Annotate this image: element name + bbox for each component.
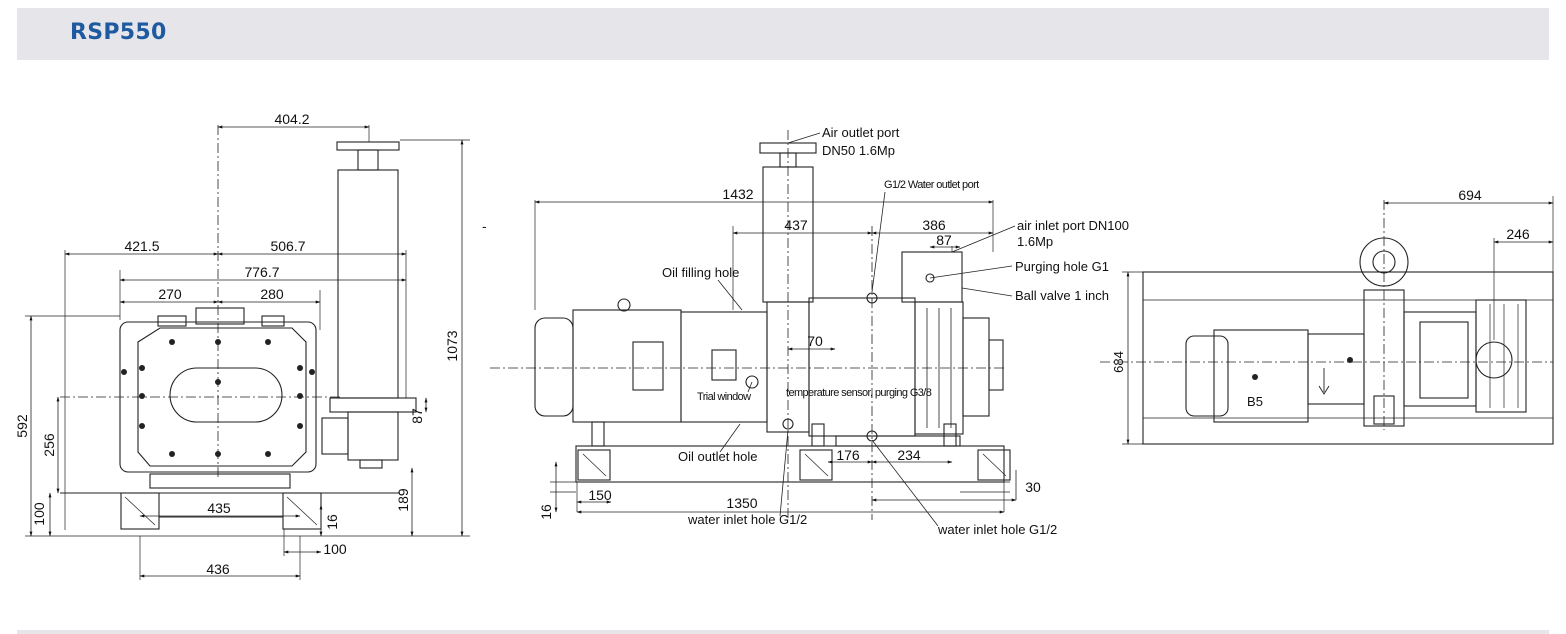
outlet-neck — [357, 149, 379, 171]
top-pump-body — [1403, 311, 1477, 407]
label-motor-b5: B5 — [1247, 394, 1263, 409]
dim-176: 176 — [836, 447, 860, 463]
housing-inner — [137, 327, 307, 467]
dim-16: 16 — [538, 504, 554, 520]
side-view — [490, 130, 1017, 527]
dim-280: 280 — [260, 286, 284, 302]
side-port — [321, 417, 349, 455]
foot-2 — [811, 423, 825, 447]
page-title: RSP550 — [70, 20, 167, 45]
dim-270: 270 — [158, 286, 182, 302]
base-frame — [575, 445, 1005, 483]
base-block-1 — [577, 449, 611, 481]
front-view-dims: 404.2 421.5 506.7 776.7 270 280 592 256 … — [14, 111, 460, 577]
dim-436: 436 — [206, 561, 230, 577]
housing-foot — [149, 473, 291, 489]
dim-246: 246 — [1506, 226, 1530, 242]
dim-694: 694 — [1458, 187, 1482, 203]
dim-150: 150 — [588, 487, 612, 503]
header-bar: RSP550 — [17, 8, 1549, 60]
dim-421: 421.5 — [124, 238, 159, 254]
dim-404: 404.2 — [274, 111, 309, 127]
base-block-left — [120, 492, 160, 530]
label-air-inlet: air inlet port DN100 — [1017, 218, 1129, 233]
dim-435: 435 — [207, 500, 231, 516]
pump-body — [808, 297, 916, 437]
top-plate — [1419, 321, 1469, 399]
coupling-housing — [680, 311, 768, 423]
dim-776: 776.7 — [244, 264, 279, 280]
foot-1 — [591, 421, 605, 447]
label-air-outlet: Air outlet port — [822, 125, 900, 140]
label-water-outlet: G1/2 Water outlet port — [884, 179, 979, 191]
top-port — [195, 307, 245, 325]
dim-16: 16 — [324, 514, 340, 530]
dim-87: 87 — [409, 408, 425, 424]
dim-506: 506.7 — [270, 238, 305, 254]
top-boss-right — [261, 315, 285, 327]
dim-256: 256 — [41, 433, 57, 457]
dim-100-bottom: 100 — [323, 541, 347, 557]
footer-bar — [17, 630, 1549, 634]
oval-cover — [169, 367, 283, 423]
dim-234: 234 — [897, 447, 921, 463]
side-view-dims: 1432 437 386 87 70 176 234 150 1350 16 3… — [538, 186, 1041, 520]
front-view — [25, 125, 470, 580]
trial-window-port — [745, 375, 759, 389]
purging-port — [925, 273, 935, 283]
stray-mark: - — [482, 218, 487, 234]
drain — [359, 459, 383, 469]
dim-30: 30 — [1025, 479, 1041, 495]
top-inlet-flange — [1475, 341, 1513, 379]
label-oil-outlet: Oil outlet hole — [678, 449, 758, 464]
dim-1073: 1073 — [444, 330, 460, 361]
motor-body — [572, 309, 682, 423]
motor-terminal-box — [632, 341, 664, 391]
top-cooling-fins — [1475, 299, 1527, 413]
label-air-inlet-spec: 1.6Mp — [1017, 234, 1053, 249]
label-purging-hole: Purging hole G1 — [1015, 259, 1109, 274]
side-view-labels: Air outlet port DN50 1.6Mp G1/2 Water ou… — [662, 125, 1129, 537]
coupling-detail — [711, 349, 737, 381]
label-temp-sensor: temperature sensor, purging G3/8 — [786, 387, 932, 399]
silencer-base — [329, 397, 417, 413]
silencer-pipe — [337, 169, 399, 399]
top-view-dims: 694 246 684 B5 — [1111, 187, 1530, 409]
motor-fan-cover — [534, 317, 574, 417]
lifting-eye — [617, 298, 631, 312]
dim-1432: 1432 — [722, 186, 753, 202]
label-trial-window: Trial window — [697, 391, 751, 403]
base-block-2 — [799, 449, 833, 481]
top-boss-left — [157, 315, 187, 327]
dim-592: 592 — [14, 414, 30, 438]
foot-3 — [943, 423, 957, 447]
top-base-frame — [1142, 271, 1554, 445]
silencer-bottom — [347, 411, 399, 461]
label-water-inlet-left: water inlet hole G1/2 — [687, 512, 807, 527]
base-block-3 — [977, 449, 1011, 481]
top-coupling — [1307, 333, 1365, 405]
dim-87: 87 — [936, 232, 952, 248]
top-motor-fan — [1185, 335, 1229, 417]
pump-bottom — [835, 435, 961, 447]
dim-684: 684 — [1111, 351, 1126, 373]
dim-100-left: 100 — [31, 502, 47, 526]
label-water-inlet-right: water inlet hole G1/2 — [937, 522, 1057, 537]
outlet-flange-top — [336, 141, 400, 151]
end-cap — [988, 339, 1004, 391]
dim-70: 70 — [807, 333, 823, 349]
inlet-port — [901, 251, 963, 303]
dim-189: 189 — [395, 488, 411, 512]
top-view — [1100, 196, 1554, 445]
bolts — [121, 339, 315, 457]
end-cover — [962, 317, 990, 417]
label-oil-filling: Oil filling hole — [662, 265, 739, 280]
label-ball-valve: Ball valve 1 inch — [1015, 288, 1109, 303]
label-air-outlet-spec: DN50 1.6Mp — [822, 143, 895, 158]
dim-437: 437 — [784, 217, 808, 233]
dim-1350: 1350 — [726, 495, 757, 511]
dim-386: 386 — [922, 217, 946, 233]
